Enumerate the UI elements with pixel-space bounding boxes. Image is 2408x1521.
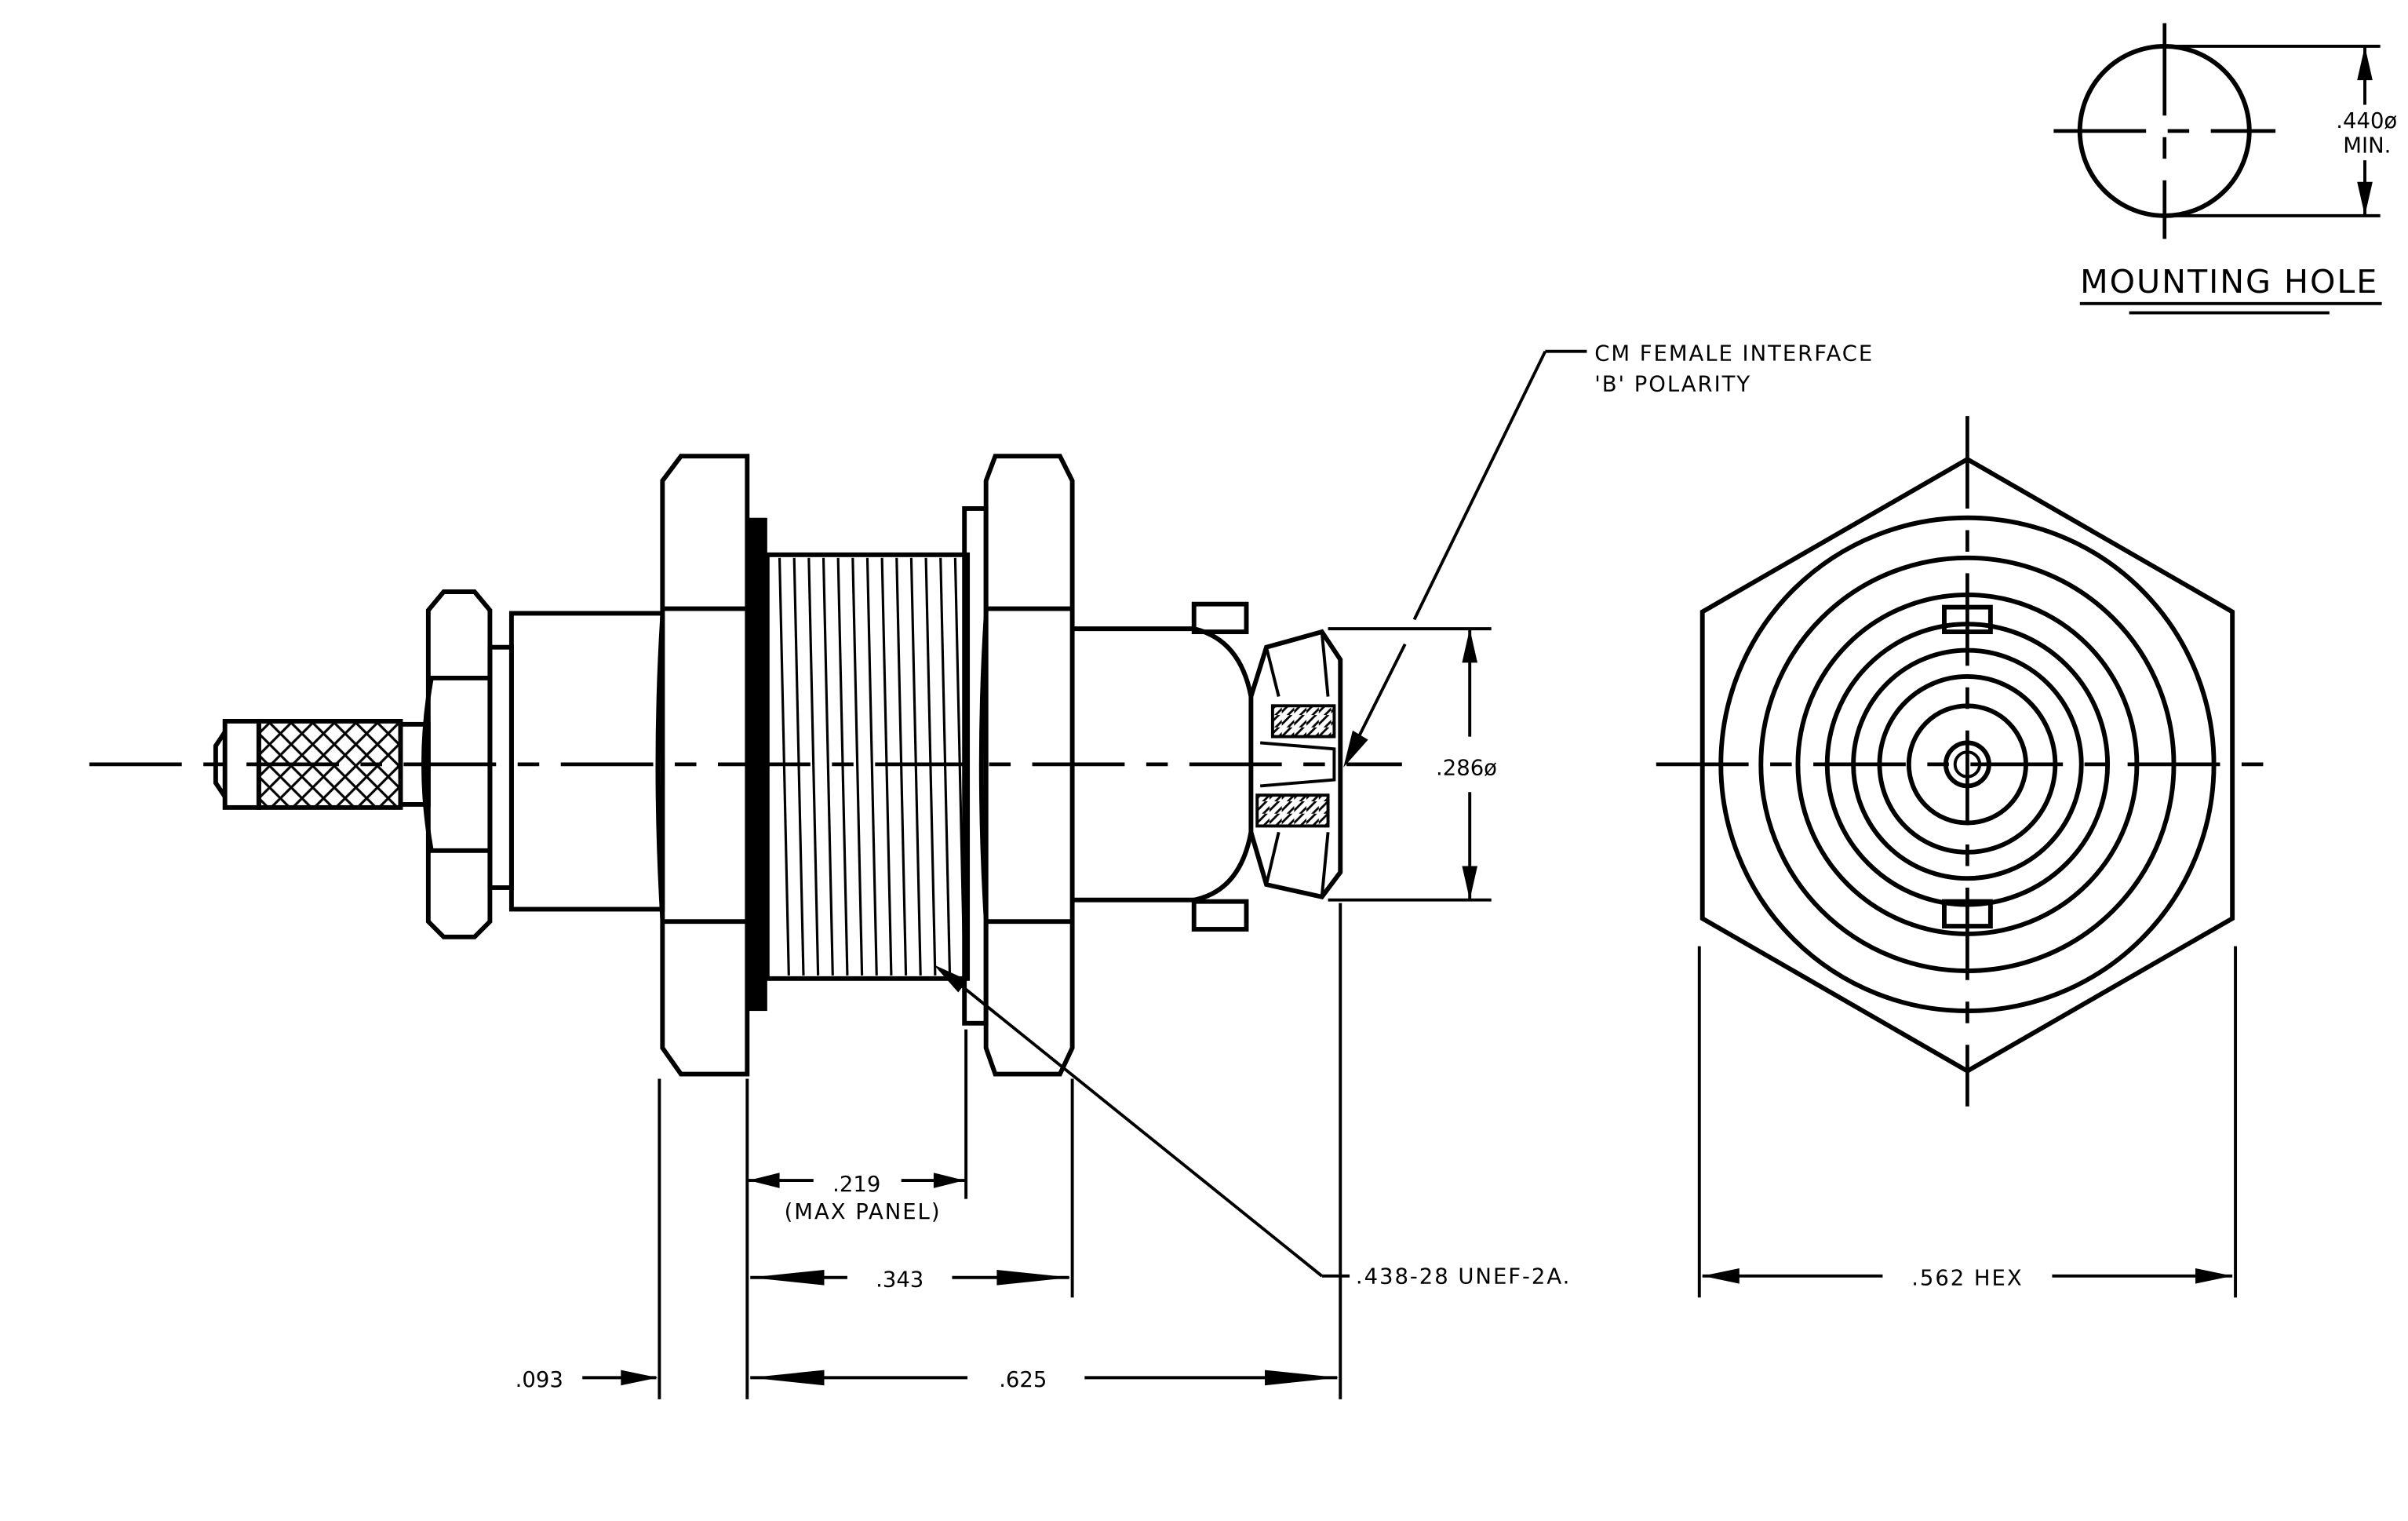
front-nut-curve xyxy=(978,616,989,919)
interface-sleeve xyxy=(1248,629,1343,900)
thread-line xyxy=(924,557,937,976)
rear-spacer xyxy=(487,644,514,890)
hex-dimension: .562 HEX xyxy=(1911,1266,2023,1291)
thread-line xyxy=(807,557,820,976)
max-panel-value: .219 xyxy=(832,1172,880,1197)
threaded-body xyxy=(764,552,971,981)
rear-body xyxy=(508,611,665,912)
arrow-head xyxy=(933,1173,965,1188)
insulator-section xyxy=(1255,793,1330,828)
thread-line xyxy=(880,557,893,976)
interface-leader xyxy=(1412,350,1547,621)
knurled-ferrule xyxy=(256,718,403,810)
interface-detail xyxy=(1265,647,1281,697)
mounting-hole-dim-note: MIN. xyxy=(2343,133,2391,158)
interface-shell xyxy=(1193,626,1254,903)
arrow-head xyxy=(933,965,968,993)
mounting-hole-view: .440ø MIN. MOUNTING HOLE xyxy=(2053,23,2401,315)
dim-343: .343 xyxy=(876,1268,923,1293)
side-view: .286ø CM FEMALE INTERFACE 'B' POLARITY .… xyxy=(89,341,1874,1399)
arrow-head xyxy=(750,1370,825,1386)
diameter-label: .286ø xyxy=(1436,756,1497,781)
arrow-head xyxy=(996,1269,1071,1286)
arrow-head xyxy=(1265,1370,1339,1386)
panel-nut xyxy=(660,454,750,1077)
front-nut xyxy=(983,454,1075,1077)
front-view: .562 HEX xyxy=(1656,416,2281,1298)
center-contact xyxy=(1260,741,1336,788)
thread-line xyxy=(792,557,805,976)
arrow-head xyxy=(749,1173,780,1188)
ferrule-tip xyxy=(213,731,228,798)
thread-line xyxy=(895,557,908,976)
rear-hex-curve xyxy=(421,677,434,852)
arrow-head xyxy=(1702,1268,1740,1284)
thread-line xyxy=(865,557,878,976)
interface-detail xyxy=(1320,631,1330,697)
arrow-head xyxy=(2357,181,2373,216)
panel-gasket xyxy=(749,517,767,1012)
thread-line xyxy=(836,557,849,976)
thread-line xyxy=(778,557,790,976)
interface-detail xyxy=(1265,831,1281,885)
interface-detail xyxy=(1320,832,1330,897)
thread-line xyxy=(909,557,922,976)
arrow-head xyxy=(1343,730,1368,768)
label-mask xyxy=(2329,104,2401,161)
thread-line xyxy=(821,557,834,976)
mounting-hole-title: MOUNTING HOLE xyxy=(2080,263,2378,301)
arrow-head xyxy=(2195,1268,2233,1284)
polarity-key xyxy=(1191,899,1249,932)
arrow-head xyxy=(1462,866,1478,900)
thread-leader xyxy=(942,969,1323,1278)
max-panel-note: (MAX PANEL) xyxy=(785,1199,942,1224)
thread-lines xyxy=(778,557,966,976)
arrow-head xyxy=(1462,629,1478,663)
thread-callout: .438-28 UNEF-2A. xyxy=(1356,1264,1571,1289)
arrow-head xyxy=(2357,46,2373,81)
thread-line xyxy=(939,557,952,976)
interface-callout-line2: 'B' POLARITY xyxy=(1594,372,1751,397)
dim-093: .093 xyxy=(515,1367,563,1392)
mounting-hole-dim-value: .440ø xyxy=(2336,108,2397,133)
arrow-head xyxy=(750,1269,825,1286)
polarity-key xyxy=(1191,601,1249,634)
interface-callout-line1: CM FEMALE INTERFACE xyxy=(1594,341,1874,366)
panel-nut-curve xyxy=(655,616,665,919)
insulator-section xyxy=(1270,704,1336,739)
dim-625: .625 xyxy=(999,1367,1047,1392)
thread-line xyxy=(851,557,864,976)
arrow-head xyxy=(621,1370,658,1386)
